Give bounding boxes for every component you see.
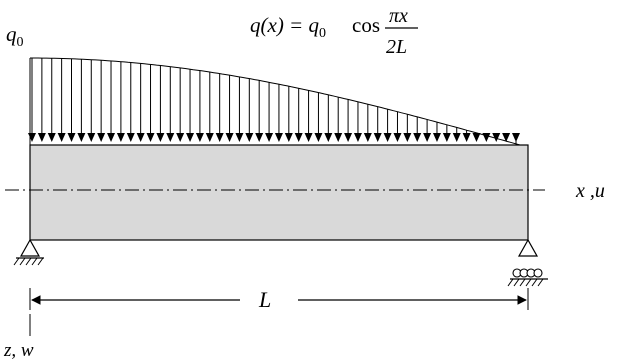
load-arrow-head	[482, 133, 491, 142]
load-arrow-head	[97, 133, 106, 142]
load-arrow-head	[502, 133, 511, 142]
load-arrow-head	[77, 133, 86, 142]
load-arrow-head	[225, 133, 234, 142]
load-arrow-head	[107, 133, 116, 142]
load-equation-denominator: 2L	[386, 36, 407, 58]
load-arrow-head	[245, 133, 254, 142]
load-arrow-head	[383, 133, 392, 142]
span-dimension	[29, 288, 529, 310]
load-arrow-head	[472, 133, 481, 142]
load-arrow-head	[314, 133, 323, 142]
load-arrow-head	[265, 133, 274, 142]
load-arrow-head	[136, 133, 145, 142]
load-arrow-head	[255, 133, 264, 142]
load-equation-func: cos	[352, 13, 380, 37]
distributed-load-arrows	[28, 58, 520, 144]
load-arrow-head	[274, 133, 283, 142]
load-arrow-head	[432, 133, 441, 142]
load-arrow-head	[156, 133, 165, 142]
load-arrow-head	[324, 133, 333, 142]
load-arrow-head	[284, 133, 293, 142]
load-arrow-head	[373, 133, 382, 142]
load-arrow-head	[462, 133, 471, 142]
load-equation: q(x) = q0 cos πx 2L	[250, 5, 418, 58]
load-arrow-head	[57, 133, 66, 142]
load-arrow-head	[393, 133, 402, 142]
beam-body	[29, 144, 529, 241]
load-arrow-head	[344, 133, 353, 142]
load-start-label: q0	[6, 22, 24, 50]
load-arrow-head	[37, 133, 46, 142]
load-arrow-head	[87, 133, 96, 142]
left-pin-support	[13, 238, 44, 266]
load-arrow-head	[205, 133, 214, 142]
load-distribution-curve	[30, 57, 521, 146]
load-arrow-head	[442, 133, 451, 142]
load-arrow-head	[195, 133, 204, 142]
load-arrow-head	[116, 133, 125, 142]
span-label: L	[258, 287, 271, 312]
right-roller-support	[507, 238, 548, 287]
load-arrow-head	[28, 133, 36, 142]
load-arrow-head	[47, 133, 56, 142]
load-arrow-head	[512, 133, 520, 142]
load-arrow-head	[353, 133, 362, 142]
load-arrow-head	[363, 133, 372, 142]
load-arrow-head	[126, 133, 135, 142]
x-axis-label: x ,u	[575, 180, 605, 202]
load-arrow-head	[423, 133, 432, 142]
load-arrow-head	[186, 133, 195, 142]
load-arrow-head	[492, 133, 501, 142]
load-arrow-head	[235, 133, 244, 142]
load-arrow-head	[166, 133, 175, 142]
load-arrow-head	[403, 133, 412, 142]
load-arrow-head	[413, 133, 422, 142]
load-arrow-head	[334, 133, 343, 142]
z-axis-label: z, w	[3, 340, 34, 360]
load-arrow-head	[215, 133, 224, 142]
load-arrow-head	[146, 133, 155, 142]
load-arrow-head	[67, 133, 76, 142]
load-arrow-head	[452, 133, 461, 142]
load-arrow-head	[176, 133, 185, 142]
load-equation-lhs: q(x) = q0	[250, 13, 326, 41]
load-equation-numerator: πx	[389, 5, 408, 27]
load-arrow-head	[304, 133, 313, 142]
load-arrow-head	[294, 133, 303, 142]
